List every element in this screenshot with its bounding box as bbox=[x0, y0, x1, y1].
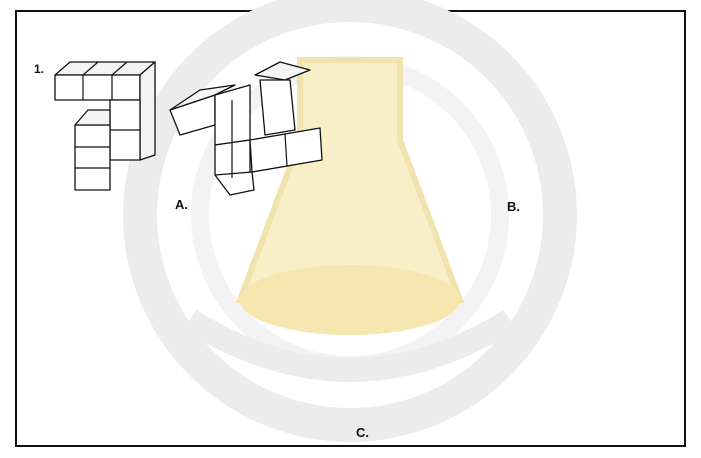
option-c-label: C. bbox=[356, 425, 369, 440]
option-b-label: B. bbox=[507, 199, 520, 214]
question-number: 1. bbox=[34, 62, 44, 76]
option-a-shape bbox=[170, 62, 322, 195]
target-shape bbox=[55, 62, 155, 190]
option-a-label: A. bbox=[175, 197, 188, 212]
